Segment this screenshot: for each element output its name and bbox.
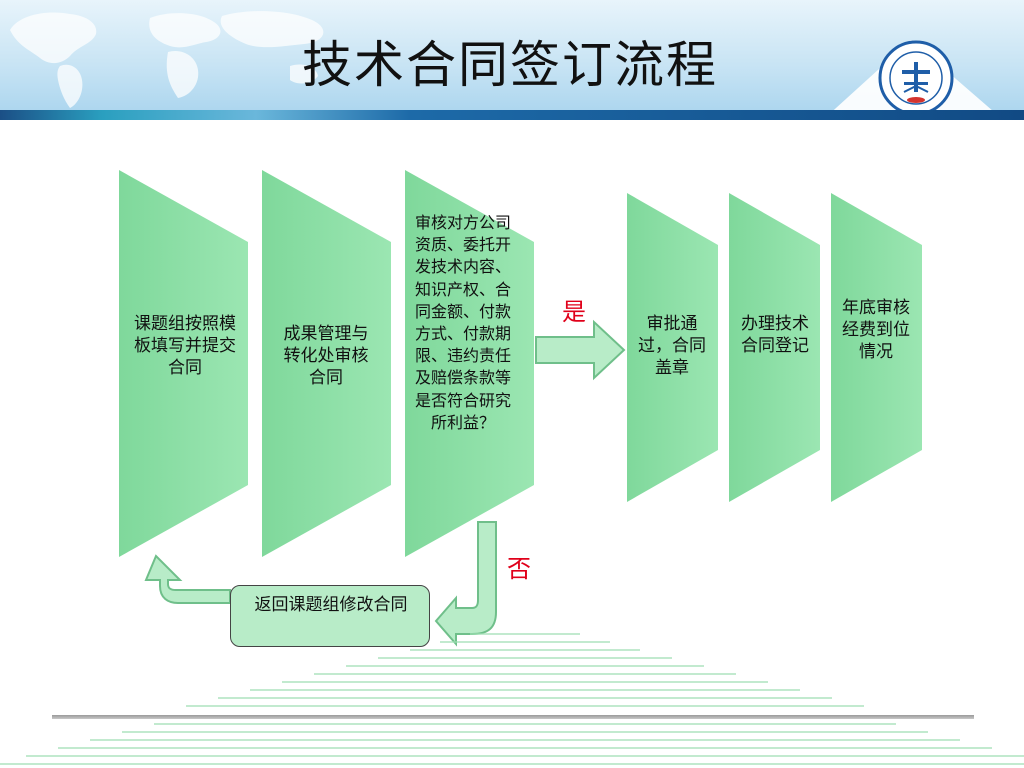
world-map-graphic [10,11,324,108]
step-2-label: 成果管理与转化处审核合同 [283,324,369,388]
step-6-shape [831,193,922,502]
no-branch-label: 否 [507,555,531,583]
step-2-shape [262,170,391,557]
yes-arrow [535,319,626,381]
step-5-label: 办理技术合同登记 [741,314,809,356]
step-4-label: 审批通过，合同盖章 [638,314,706,378]
step-3-label: 审核对方公司资质、委托开发技术内容、知识产权、合同金额、付款方式、付款期限、违约… [414,213,511,432]
no-arrow [434,521,497,647]
decorative-floor-lines [0,633,1024,765]
return-arrow [144,554,231,604]
page-title: 技术合同签订流程 [302,36,718,94]
institute-logo [878,40,954,116]
step-6-label: 年底审核经费到位情况 [842,298,910,362]
yes-branch-label: 是 [562,298,586,326]
return-box-label: 返回课题组修改合同 [254,595,408,615]
footer-divider [52,715,974,719]
return-to-group-box: 返回课题组修改合同 [230,585,430,647]
step-4-shape [627,193,718,502]
header-banner: 技术合同签订流程 [0,0,1024,120]
header-accent-bar [0,110,1024,120]
step-1-label: 课题组按照模板填写并提交合同 [134,314,236,378]
step-1-shape [119,170,248,557]
step-5-shape [729,193,820,502]
step-3-shape [405,170,534,557]
